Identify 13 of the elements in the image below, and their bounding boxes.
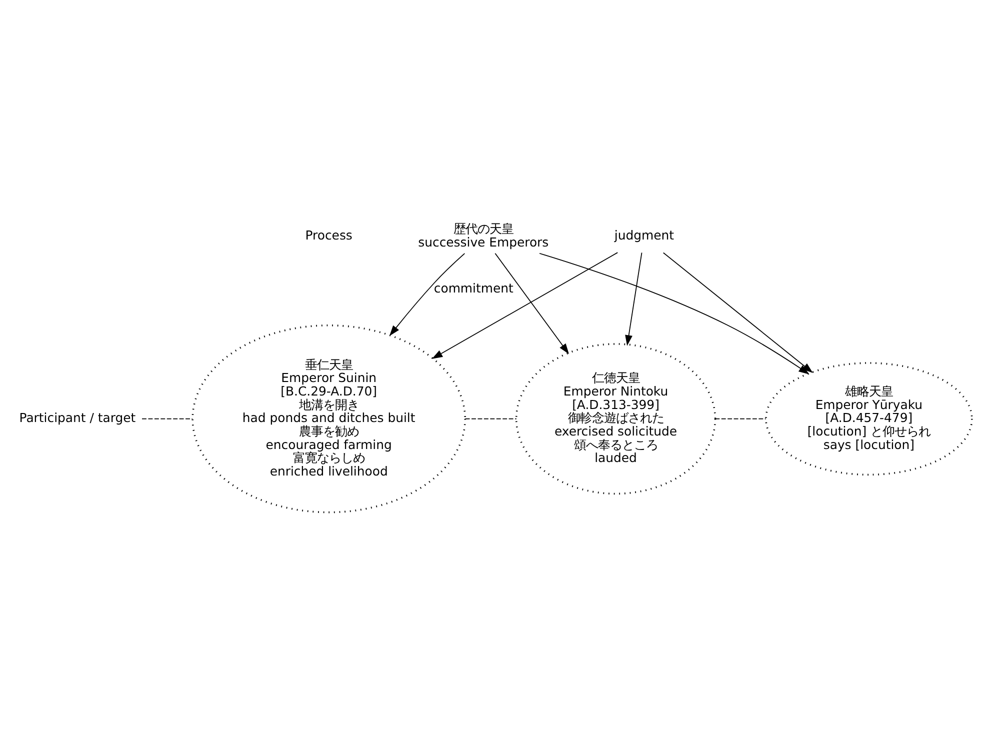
arrow: [432, 252, 618, 358]
node-text: Participant / target: [19, 410, 136, 425]
node-text: judgment: [614, 227, 674, 242]
edge-label: commitment: [434, 280, 514, 296]
node-text: 歴代の天皇 successive Emperors: [418, 220, 549, 249]
label: Process: [305, 227, 352, 242]
arrow: [625, 252, 642, 346]
arrow: [494, 252, 570, 354]
connector: [714, 418, 766, 419]
connector: [464, 418, 517, 419]
arrow: [389, 252, 466, 336]
arrow: [662, 252, 813, 372]
connector: [142, 418, 193, 419]
